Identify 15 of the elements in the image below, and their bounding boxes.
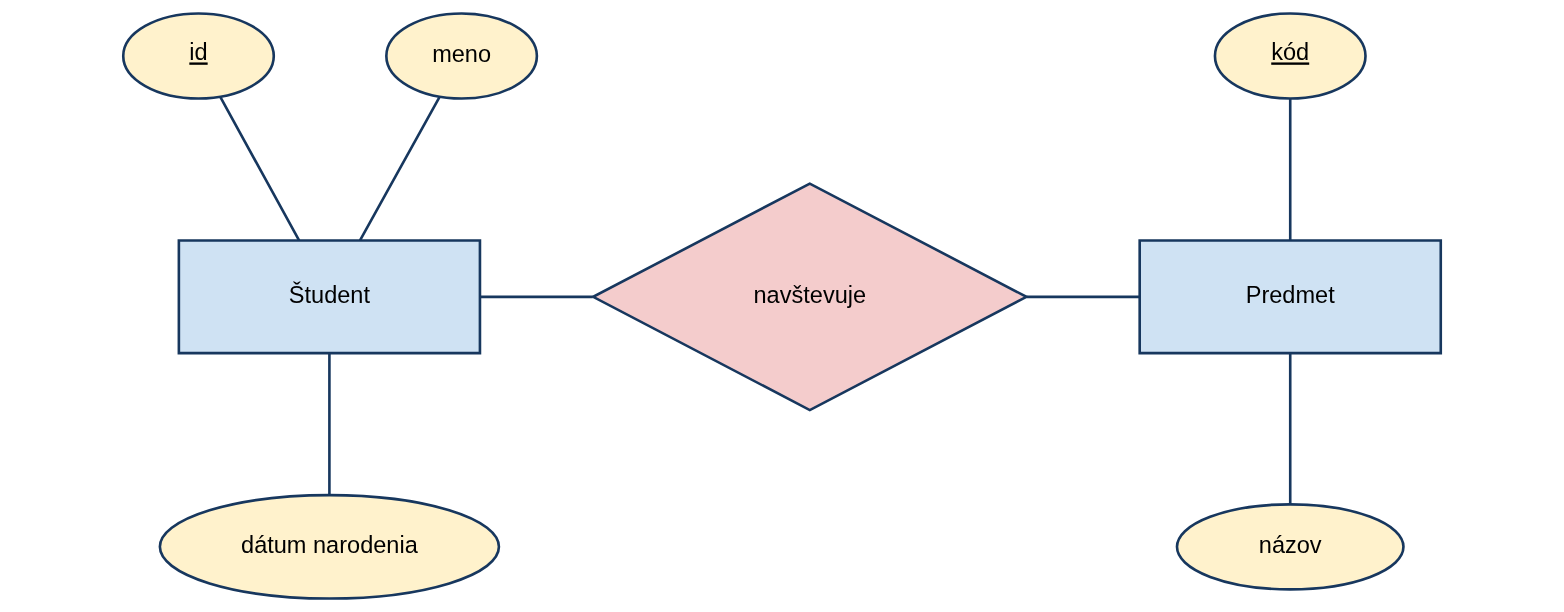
- node-ellipse: id: [121, 12, 276, 100]
- node-ellipse: názov: [1175, 503, 1405, 591]
- connector: [328, 353, 331, 495]
- connector: [1288, 353, 1292, 505]
- connector: [480, 295, 593, 299]
- node-box: Študent: [177, 239, 482, 355]
- connector: [358, 96, 441, 241]
- node-ellipse: meno: [385, 12, 539, 100]
- node-ellipse: kód: [1213, 12, 1367, 100]
- node-box: Predmet: [1138, 239, 1443, 355]
- connector: [1288, 98, 1292, 241]
- node-diamond: navštevuje: [590, 182, 1030, 412]
- node-ellipse: dátum narodenia: [158, 493, 501, 600]
- connector: [219, 96, 301, 241]
- connector: [1026, 295, 1140, 299]
